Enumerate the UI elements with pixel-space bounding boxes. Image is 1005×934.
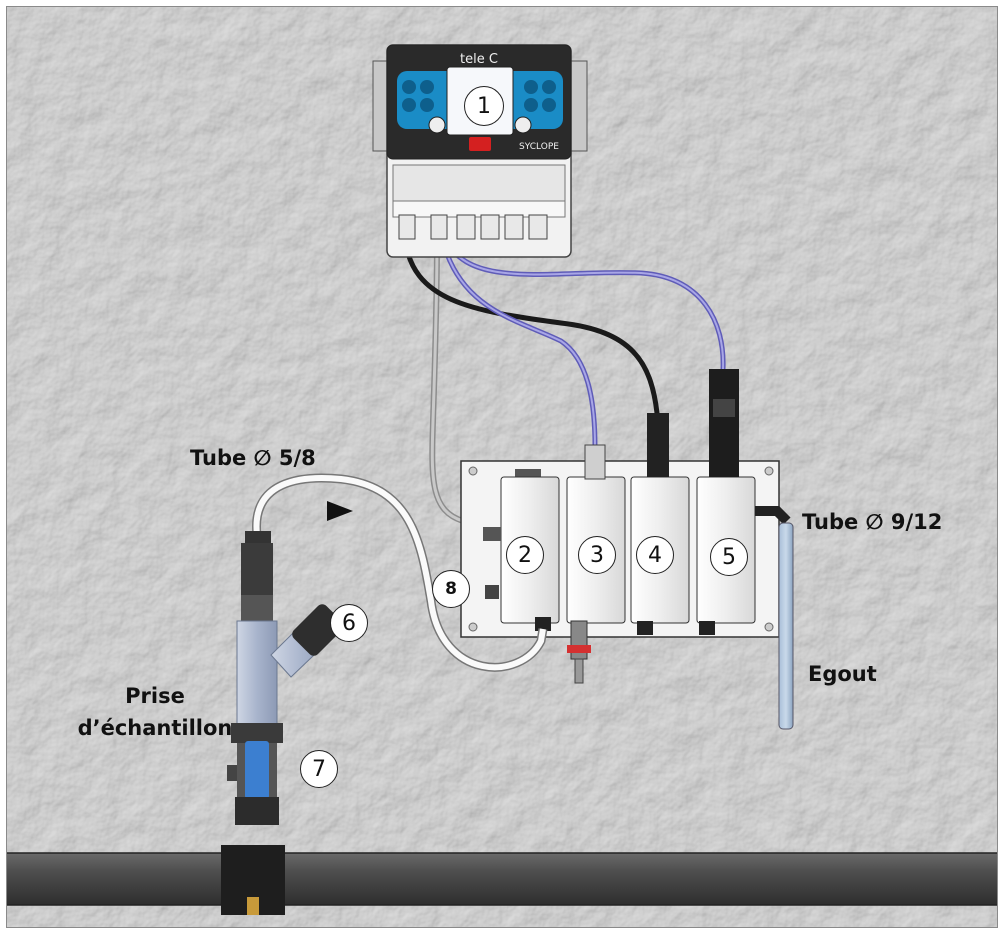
drain-tube <box>778 522 794 730</box>
scene-svg: tele C SYCLOPE <box>7 7 997 927</box>
marker-1: 1 <box>464 86 504 126</box>
marker-7: 7 <box>300 750 338 788</box>
controller-brand-text: tele C <box>460 52 498 67</box>
prise-label-line2: d’échantillon <box>77 716 233 740</box>
cables <box>402 234 726 528</box>
prise-label-line1: Prise <box>125 684 185 708</box>
tube-912-label: Tube ∅ 9/12 <box>802 510 943 534</box>
controller-model-text: SYCLOPE <box>519 142 559 152</box>
installation-diagram: tele C SYCLOPE <box>6 6 998 928</box>
marker-3: 3 <box>578 536 616 574</box>
marker-2: 2 <box>506 536 544 574</box>
cable-glands <box>398 214 548 240</box>
main-pipe <box>7 852 997 906</box>
flow-arrow <box>327 501 353 521</box>
sample-tube <box>252 473 548 672</box>
egout-label: Egout <box>808 662 877 686</box>
marker-8: 8 <box>432 570 470 608</box>
tube-58-label: Tube ∅ 5/8 <box>190 446 316 470</box>
marker-5: 5 <box>710 538 748 576</box>
marker-6: 6 <box>330 604 368 642</box>
black-cable <box>402 234 660 416</box>
marker-4: 4 <box>636 536 674 574</box>
